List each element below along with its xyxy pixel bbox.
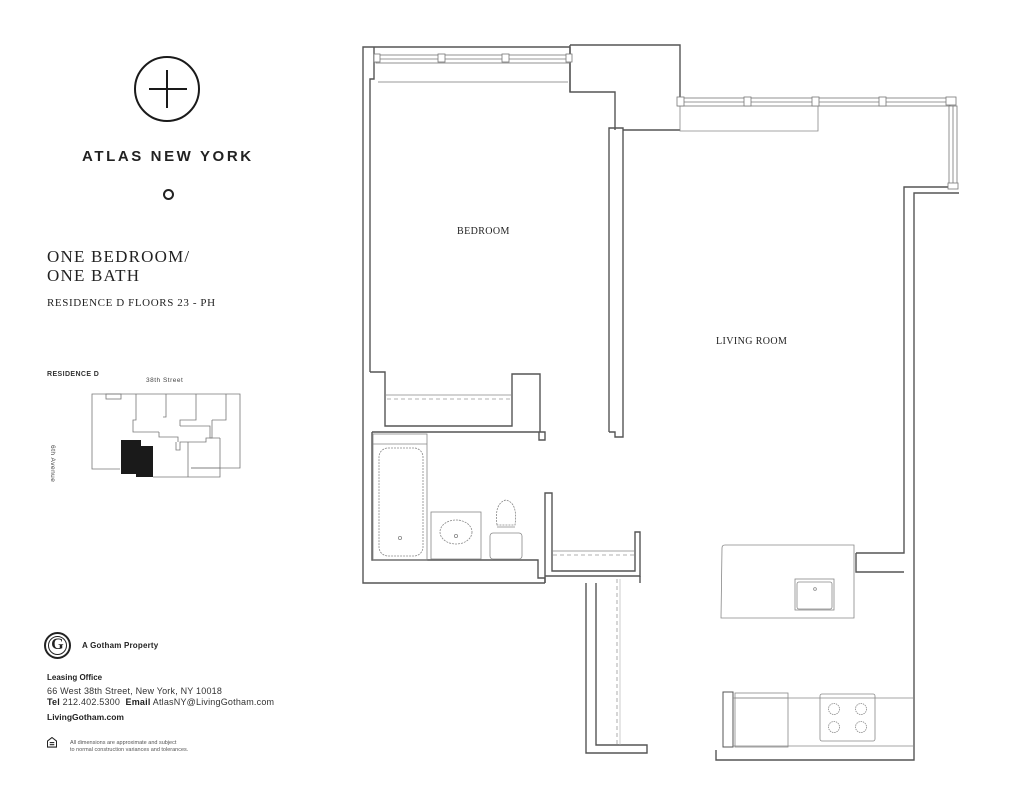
email-label: Email xyxy=(125,697,151,707)
small-ring-icon xyxy=(163,189,174,200)
email-address[interactable]: AtlasNY@LivingGotham.com xyxy=(152,697,275,707)
office-address: 66 West 38th Street, New York, NY 10018 xyxy=(47,686,223,696)
room-label-living-room: LIVING ROOM xyxy=(716,336,788,347)
room-label-bedroom: BEDROOM xyxy=(457,226,510,237)
disclaimer: All dimensions are approximate and subje… xyxy=(70,740,189,753)
tel-number[interactable]: 212.402.5300 xyxy=(62,697,121,707)
key-plan-street: 38th Street xyxy=(146,377,184,384)
unit-subtitle: RESIDENCE D FLOORS 23 - PH xyxy=(47,297,216,309)
website-link[interactable]: LivingGotham.com xyxy=(47,712,124,722)
equal-housing-icon xyxy=(47,737,57,748)
key-plan-label: RESIDENCE D xyxy=(47,371,100,378)
unit-type-line-1: ONE BEDROOM/ xyxy=(47,247,191,266)
leasing-office-title: Leasing Office xyxy=(47,673,103,682)
contact-line: Tel 212.402.5300 Email AtlasNY@LivingGot… xyxy=(47,697,274,707)
unit-type-line-2: ONE BATH xyxy=(47,266,141,285)
circle-plus-icon xyxy=(134,56,200,122)
tel-label: Tel xyxy=(47,697,60,707)
unit-type: ONE BEDROOM/ ONE BATH xyxy=(47,247,190,285)
brand-name: ATLAS NEW YORK xyxy=(82,148,254,165)
residence-d-highlight xyxy=(121,440,153,477)
gotham-logo-icon: G xyxy=(44,632,71,659)
developer-name: A Gotham Property xyxy=(82,641,159,650)
